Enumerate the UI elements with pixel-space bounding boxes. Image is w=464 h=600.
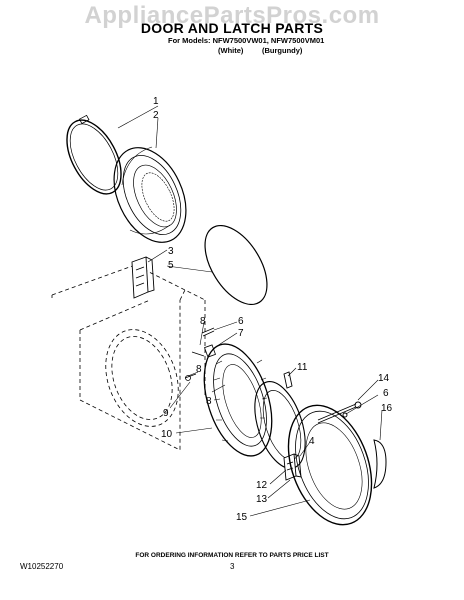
part-door-boot xyxy=(113,146,187,243)
part-door-glass xyxy=(204,224,268,306)
part-door-handle xyxy=(373,439,387,489)
callout-3: 3 xyxy=(168,246,174,257)
part-inner-door xyxy=(203,343,273,457)
document-number: W10252270 xyxy=(20,562,64,571)
callout-1: 1 xyxy=(153,96,159,107)
callout-6b: 6 xyxy=(383,388,389,399)
part-door-latch xyxy=(131,256,155,299)
callout-2: 2 xyxy=(153,110,159,121)
page-number: 3 xyxy=(230,562,235,571)
callout-15: 15 xyxy=(236,512,248,523)
callout-7: 7 xyxy=(238,328,244,339)
callout-14: 14 xyxy=(378,373,390,384)
models-line: For Models: NFW7500VW01, NFW7500VM01 xyxy=(168,36,325,45)
part-outer-door xyxy=(287,404,373,526)
callout-16: 16 xyxy=(381,403,393,414)
callout-5: 5 xyxy=(168,260,174,271)
color-white-label: (White) xyxy=(218,46,244,55)
part-door-hook xyxy=(283,371,293,389)
leader-lines xyxy=(117,105,383,517)
callout-8b: 8 xyxy=(196,364,202,375)
callout-8a: 8 xyxy=(200,316,206,327)
cabinet-front-panel xyxy=(51,264,206,451)
callout-9: 9 xyxy=(163,408,169,419)
callout-11: 11 xyxy=(297,362,308,373)
part-hinge-hardware xyxy=(184,327,216,381)
callout-4: 4 xyxy=(309,436,315,447)
part-clamp-ring xyxy=(66,114,122,195)
callout-13: 13 xyxy=(256,494,268,505)
callout-6a: 6 xyxy=(238,316,244,327)
callout-12: 12 xyxy=(256,480,268,491)
callout-10: 10 xyxy=(161,429,173,440)
part-inner-trim xyxy=(254,381,306,469)
callout-8c: 8 xyxy=(206,396,212,407)
part-handle-screw xyxy=(317,401,362,424)
color-burgundy-label: (Burgundy) xyxy=(262,46,303,55)
ordering-note: FOR ORDERING INFORMATION REFER TO PARTS … xyxy=(135,552,329,559)
page-title: DOOR AND LATCH PARTS xyxy=(140,20,324,36)
watermark: AppliancePartsPros.com xyxy=(84,2,380,29)
